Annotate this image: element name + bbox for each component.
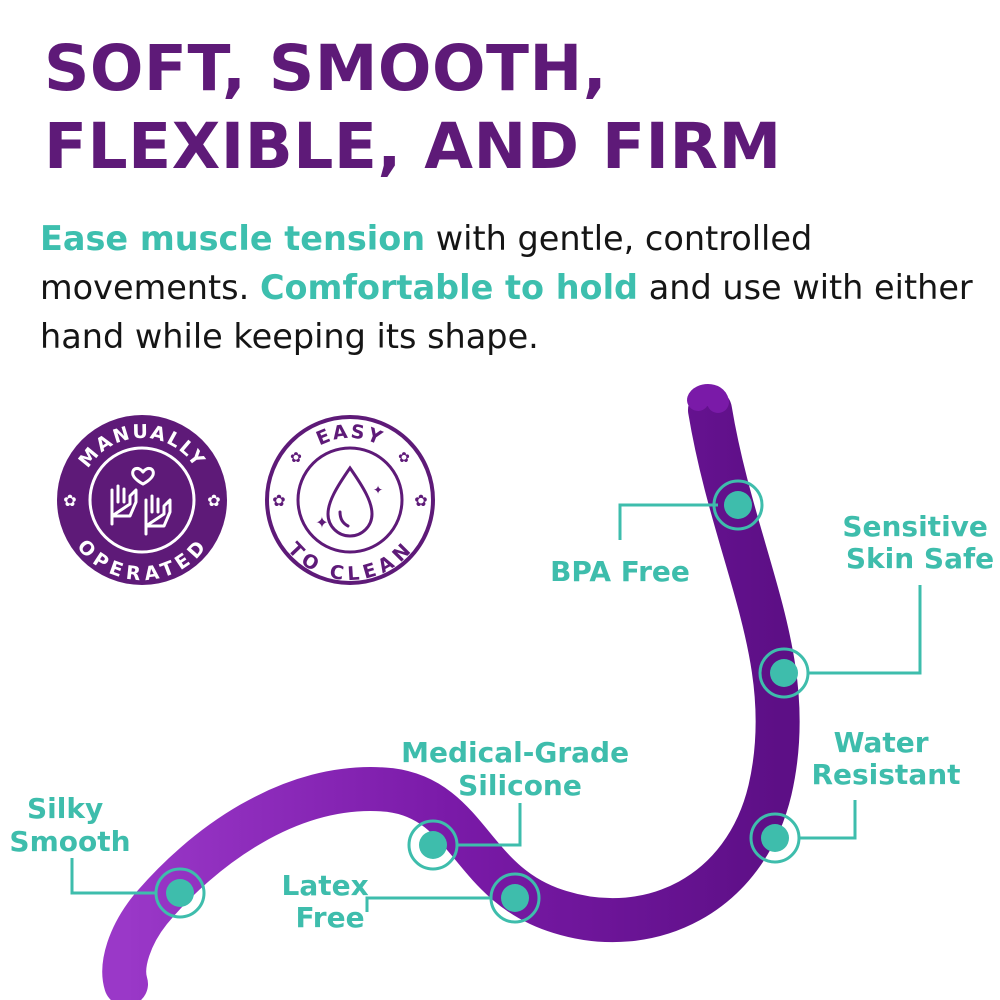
sparkle-icon: ✦ [315, 515, 328, 532]
callout-lines [70, 503, 922, 912]
description: Ease muscle tension with gentle, control… [40, 214, 980, 361]
label-latex-free: Latex Free [282, 869, 379, 934]
marker-water [749, 812, 801, 864]
headline-line-2: FLEXIBLE, AND FIRM [44, 110, 782, 183]
headline: SOFT, SMOOTH, FLEXIBLE, AND FIRM [44, 30, 974, 186]
manual-badge-circle [57, 415, 227, 585]
marker-sensitive [758, 647, 810, 699]
description-text-2: with gentle, controlled movements. [40, 219, 813, 307]
label-medical-grade-silicone: Medical-Grade Silicone [401, 736, 639, 802]
label-sensitive-skin-safe: Sensitive Skin Safe [842, 510, 997, 575]
description-text-4: and use with either hand while keeping i… [40, 268, 973, 356]
flower-icon: ✿ [290, 449, 302, 465]
flower-icon: ✿ [272, 493, 285, 510]
description-highlight-1: Ease muscle tension [40, 219, 426, 258]
hands-heart-icon [110, 466, 172, 536]
callout-markers [154, 479, 810, 924]
manually-operated-badge: MANUALLY OPERATED ✿ ✿ [57, 415, 227, 585]
label-silky-smooth: Silky Smooth [9, 792, 130, 858]
easy-badge-circle [265, 415, 435, 585]
sparkle-icon: ✦ [373, 483, 383, 497]
label-water-resistant: Water Resistant [811, 726, 960, 791]
headline-line-1: SOFT, SMOOTH, [44, 32, 608, 105]
marker-latex [489, 872, 541, 924]
marker-silky [154, 867, 206, 919]
label-bpa-free: BPA Free [550, 555, 690, 588]
flower-icon: ✿ [398, 449, 410, 465]
easy-to-clean-badge: EASY TO CLEAN ✿ ✿ ✿ ✿ ✦ ✦ [265, 415, 435, 585]
flower-icon: ✿ [63, 493, 76, 510]
flower-icon: ✿ [207, 493, 220, 510]
flower-icon: ✿ [414, 493, 427, 510]
description-highlight-2: Comfortable to hold [259, 268, 639, 307]
water-drop-icon [326, 465, 374, 538]
marker-medical [407, 819, 459, 871]
marker-bpa-free [712, 479, 764, 531]
